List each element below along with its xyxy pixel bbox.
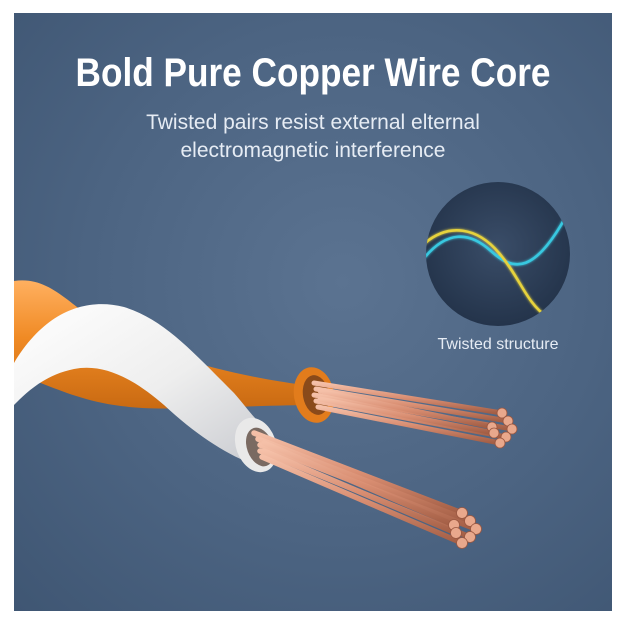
twisted-wave-icon [426, 182, 570, 326]
subtitle: Twisted pairs resist external elternal e… [14, 109, 612, 165]
headline: Bold Pure Copper Wire Core [75, 51, 551, 95]
inset-caption: Twisted structure [437, 336, 559, 353]
twisted-pair-cable-illustration [14, 280, 518, 549]
twisted-structure-inset [425, 181, 571, 327]
copper-strands-upper [311, 380, 515, 446]
product-image-panel: Bold Pure Copper Wire Core Twisted pairs… [14, 13, 612, 611]
subtitle-line-2: electromagnetic interference [180, 139, 446, 162]
copper-strands-lower [251, 430, 479, 546]
subtitle-line-1: Twisted pairs resist external elternal [146, 111, 480, 134]
